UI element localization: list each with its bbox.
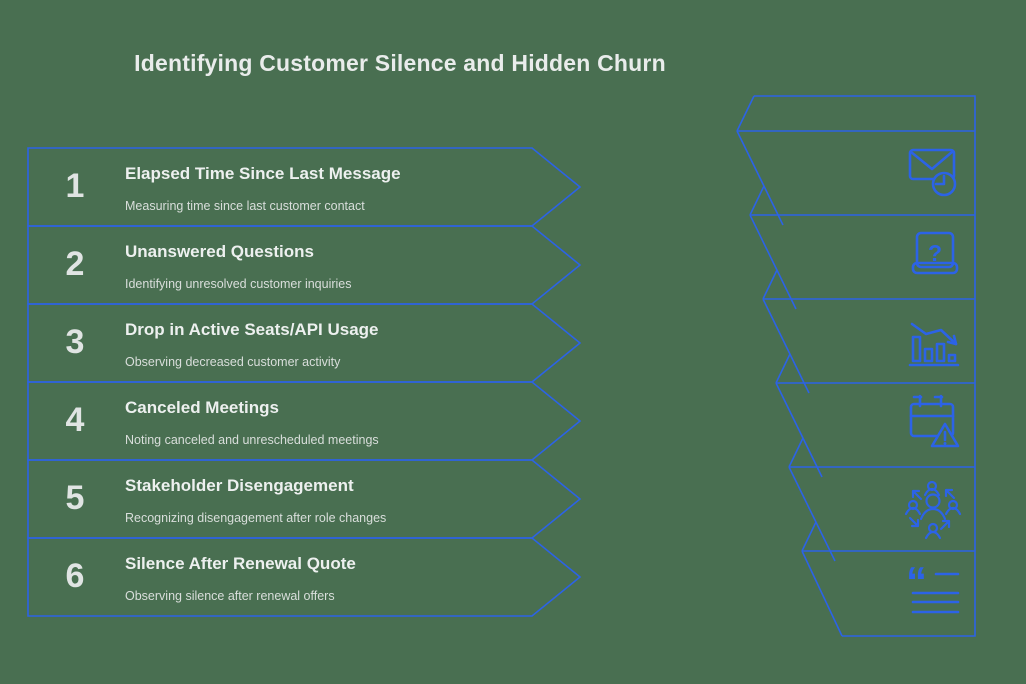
people-rotation-icon bbox=[904, 480, 962, 540]
declining-chart-icon bbox=[908, 322, 960, 367]
step-title: Elapsed Time Since Last Message bbox=[125, 164, 401, 183]
mail-clock-icon bbox=[908, 148, 957, 197]
step-subtitle: Noting canceled and unrescheduled meetin… bbox=[125, 433, 379, 447]
step-number: 6 bbox=[65, 557, 85, 595]
step-row-3: 3 Drop in Active Seats/API Usage Observi… bbox=[28, 304, 580, 382]
book-question-icon: ? bbox=[911, 231, 959, 275]
step-title: Drop in Active Seats/API Usage bbox=[125, 320, 379, 339]
step-title: Stakeholder Disengagement bbox=[125, 476, 354, 495]
step-title: Unanswered Questions bbox=[125, 242, 314, 261]
calendar-warning-icon bbox=[909, 394, 960, 448]
step-number: 2 bbox=[65, 245, 85, 283]
step-subtitle: Recognizing disengagement after role cha… bbox=[125, 511, 387, 525]
step-banner-outlines bbox=[27, 147, 582, 617]
step-subtitle: Observing decreased customer activity bbox=[125, 355, 341, 369]
step-row-4: 4 Canceled Meetings Noting canceled and … bbox=[28, 382, 580, 460]
step-title: Canceled Meetings bbox=[125, 398, 279, 417]
step-subtitle: Identifying unresolved customer inquirie… bbox=[125, 277, 352, 291]
page-title: Identifying Customer Silence and Hidden … bbox=[134, 50, 666, 76]
step-number: 4 bbox=[65, 401, 85, 439]
step-number: 5 bbox=[65, 479, 85, 517]
step-row-1: 1 Elapsed Time Since Last Message Measur… bbox=[28, 148, 580, 226]
step-subtitle: Observing silence after renewal offers bbox=[125, 589, 335, 603]
step-subtitle: Measuring time since last customer conta… bbox=[125, 199, 365, 213]
step-row-6: 6 Silence After Renewal Quote Observing … bbox=[28, 538, 580, 616]
step-row-2: 2 Unanswered Questions Identifying unres… bbox=[28, 226, 580, 304]
step-row-5: 5 Stakeholder Disengagement Recognizing … bbox=[28, 460, 580, 538]
svg-text:?: ? bbox=[928, 240, 942, 266]
step-number: 3 bbox=[65, 323, 85, 361]
svg-text:“: “ bbox=[906, 558, 927, 605]
folded-ribbon bbox=[736, 95, 976, 637]
step-number: 1 bbox=[65, 167, 85, 205]
quote-lines-icon: “ bbox=[906, 558, 960, 614]
step-title: Silence After Renewal Quote bbox=[125, 554, 356, 573]
